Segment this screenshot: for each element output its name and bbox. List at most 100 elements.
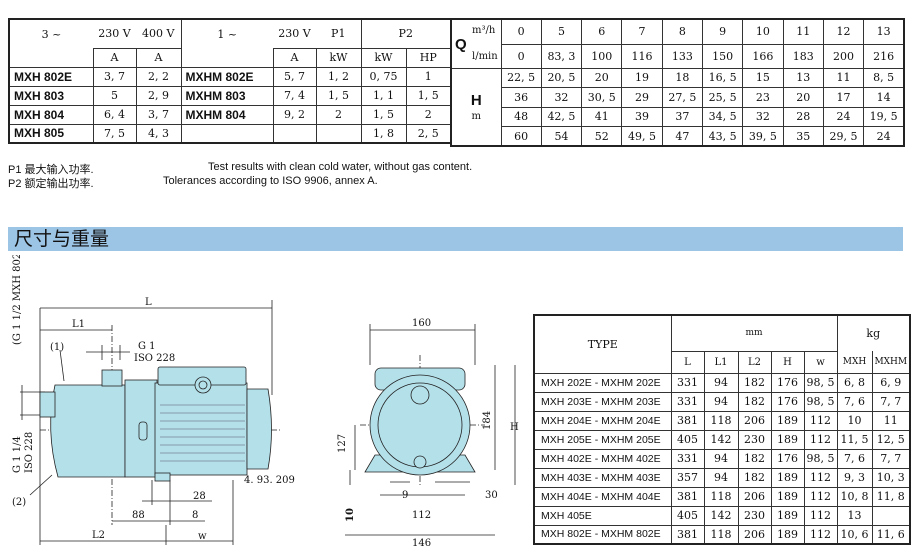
dim-w: w [198, 531, 207, 542]
value-cell: 9, 3 [836, 467, 873, 488]
value-cell: 2, 5 [405, 123, 452, 144]
value-cell: 118 [703, 486, 739, 507]
value-cell: 2, 9 [135, 85, 182, 106]
head-value-cell: 23 [742, 87, 784, 108]
value-cell: 11, 8 [871, 486, 911, 507]
flow-lmin-cell: 166 [742, 43, 784, 69]
value-cell: 331 [670, 391, 705, 412]
flow-m3h-cell: 9 [701, 18, 744, 45]
value-cell: 7, 4 [272, 85, 317, 106]
value-cell: 189 [770, 524, 805, 545]
blank-cell [180, 48, 274, 68]
dim-10: 10 [345, 508, 356, 522]
head-value-cell: 18 [661, 67, 703, 88]
value-cell: 94 [703, 467, 739, 488]
value-cell: 10 [836, 410, 873, 431]
value-cell: 112 [803, 486, 838, 507]
model-name: MXHM 804 [180, 104, 274, 125]
unit-a: A [92, 47, 137, 68]
head-value-cell: 30, 5 [581, 87, 623, 108]
value-cell: 112 [803, 429, 838, 450]
kg-header: kg [836, 314, 911, 351]
value-cell: 206 [737, 524, 772, 545]
flow-lmin-cell: 183 [782, 43, 824, 69]
dim-L: L [145, 297, 152, 308]
mm-header: mm [670, 314, 838, 352]
value-cell: 206 [737, 486, 772, 507]
flow-m3h-cell: 5 [540, 18, 583, 45]
value-cell: 189 [770, 429, 805, 450]
head-value-cell: 34, 5 [701, 106, 744, 127]
model-type: MXH 404E - MXHM 404E [533, 486, 672, 507]
flow-lmin-cell: 133 [661, 43, 703, 69]
value-cell: 142 [703, 505, 739, 526]
head-value-cell: 32 [742, 106, 784, 127]
value-cell: 182 [737, 448, 772, 469]
value-cell [315, 123, 362, 144]
model-type: MXH 403E - MXHM 403E [533, 467, 672, 488]
unit-kw: kW [360, 47, 407, 68]
head-value-cell: 14 [863, 87, 905, 108]
head-value-cell: 39, 5 [742, 126, 784, 147]
flow-m3h-cell: 0 [500, 18, 542, 45]
value-cell: 10, 8 [836, 486, 873, 507]
model-type: MXH 405E [533, 505, 672, 526]
head-value-cell: 11 [822, 67, 865, 88]
value-cell: 94 [703, 448, 739, 469]
value-cell: 381 [670, 486, 705, 507]
value-cell: 357 [670, 467, 705, 488]
h-unit: m [471, 110, 481, 122]
value-cell: 112 [803, 410, 838, 431]
head-value-cell: 35 [782, 126, 824, 147]
dim-9: 9 [402, 490, 408, 501]
value-cell: 2 [315, 104, 362, 125]
note-p1: P1 最大输入功率. [8, 164, 94, 176]
blank-cell [8, 48, 94, 68]
value-cell: 189 [770, 505, 805, 526]
unit-hp: HP [405, 47, 452, 68]
head-value-cell: 41 [581, 106, 623, 127]
head-value-cell: 19 [621, 67, 663, 88]
q-header: Q m³/h l/min [450, 18, 502, 69]
head-value-cell: 13 [782, 67, 824, 88]
value-cell: 11, 6 [871, 524, 911, 545]
value-cell: 189 [770, 467, 805, 488]
value-cell: 405 [670, 505, 705, 526]
unit-a: A [135, 47, 182, 68]
value-cell: 176 [770, 448, 805, 469]
value-cell: 118 [703, 524, 739, 545]
label-g114: G 1 1/4 [12, 436, 23, 473]
value-cell: 1, 5 [405, 85, 452, 106]
callout-2: (2) [12, 497, 26, 508]
flow-m3h-cell: 6 [581, 18, 623, 45]
flow-m3h-cell: 11 [782, 18, 824, 45]
head-value-cell: 28 [782, 106, 824, 127]
value-cell: 98, 5 [803, 448, 838, 469]
pump-side-view-drawing: L L1 L2 w G 1 ISO 228 (1) (2) 28 88 8 4.… [12, 255, 295, 545]
value-cell: 189 [770, 486, 805, 507]
column-header: L [670, 350, 705, 374]
value-cell: 2, 2 [135, 66, 182, 87]
type-header: TYPE [533, 314, 672, 374]
header-400v: 400 V [136, 19, 182, 48]
head-value-cell: 15 [742, 67, 784, 88]
value-cell: 1 [405, 66, 452, 87]
flow-lmin-cell: 216 [863, 43, 905, 69]
value-cell: 1, 1 [360, 85, 407, 106]
header-3phase: 3 ~ [41, 27, 62, 41]
model-type: MXH 204E - MXHM 204E [533, 410, 672, 431]
value-cell [272, 123, 317, 144]
q-unit-m3h: m³/h [472, 25, 496, 36]
model-type: MXH 402E - MXHM 402E [533, 448, 672, 469]
flow-lmin-cell: 100 [581, 43, 623, 69]
value-cell: 381 [670, 524, 705, 545]
value-cell: 142 [703, 429, 739, 450]
